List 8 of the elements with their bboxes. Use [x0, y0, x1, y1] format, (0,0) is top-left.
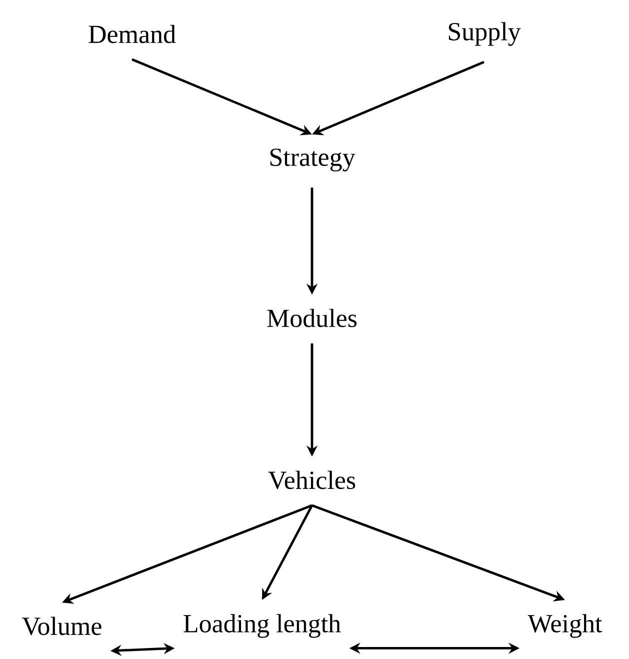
node-label: Modules: [267, 308, 357, 328]
node-label: Supply: [448, 22, 521, 46]
node-label: Vehicles: [268, 470, 356, 490]
node-label: Demand: [88, 24, 176, 44]
node-label: Volume: [22, 616, 102, 636]
node-label: Loading length: [184, 614, 341, 638]
node-label: Weight: [528, 614, 602, 638]
node-label: Strategy: [270, 148, 356, 172]
